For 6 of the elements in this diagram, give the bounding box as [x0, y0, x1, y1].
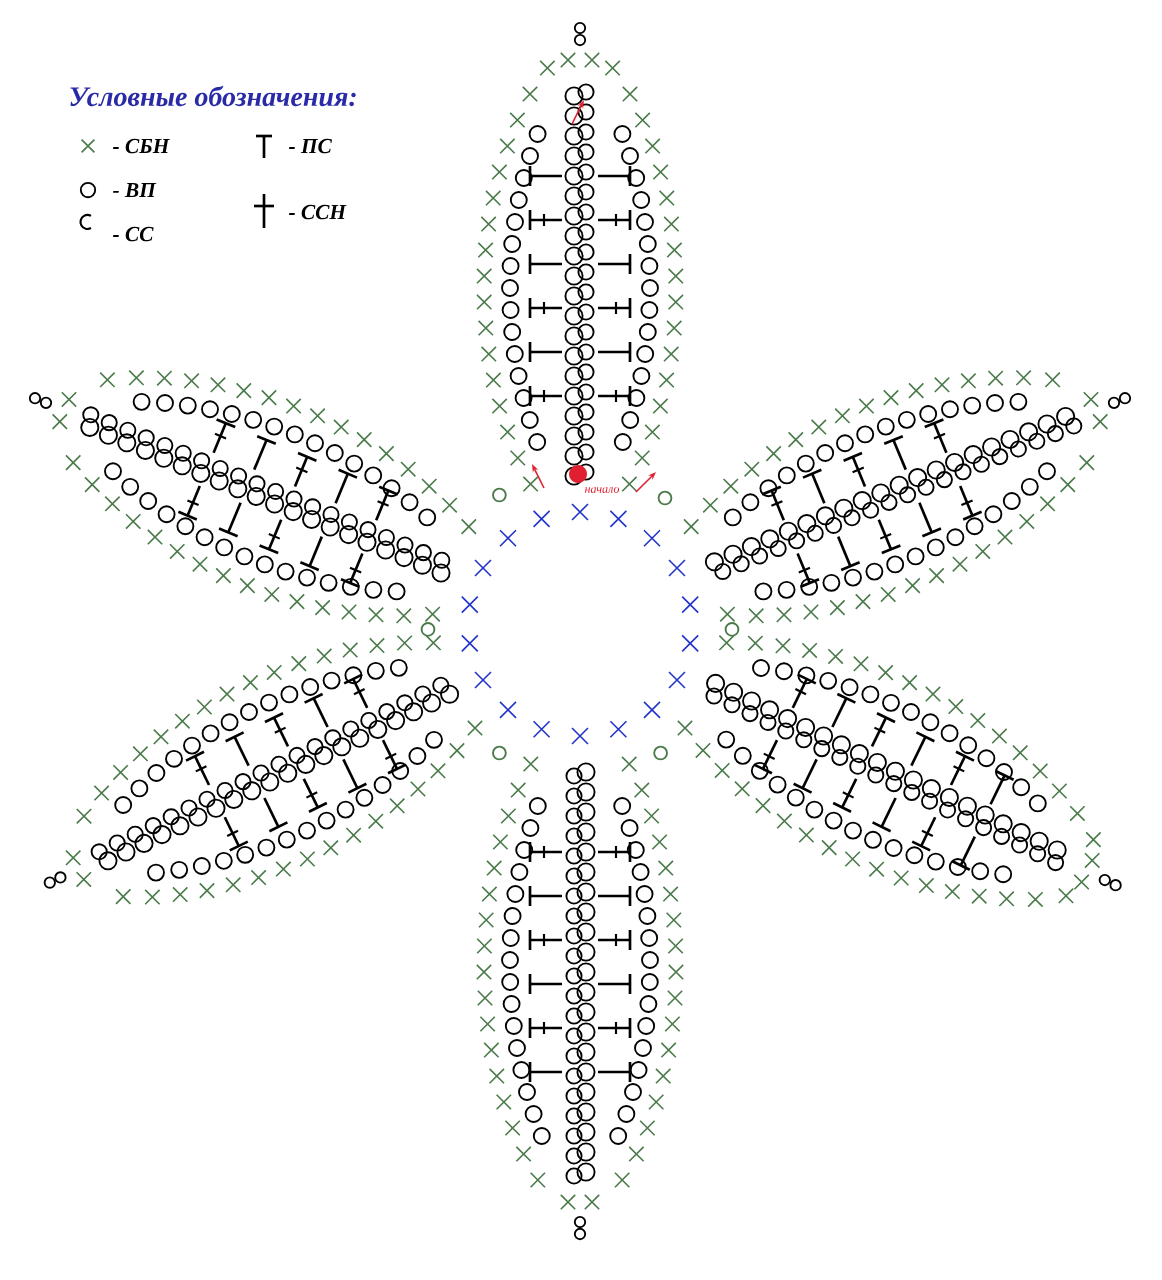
legend-text: - СС: [113, 226, 154, 242]
legend-text: - ВП: [113, 183, 157, 197]
legend-text: - ПС: [289, 138, 332, 154]
legend-text: - ССН: [289, 204, 347, 220]
legend-text: - СБН: [113, 138, 170, 154]
legend-title: Условные обозначения:: [70, 85, 356, 107]
